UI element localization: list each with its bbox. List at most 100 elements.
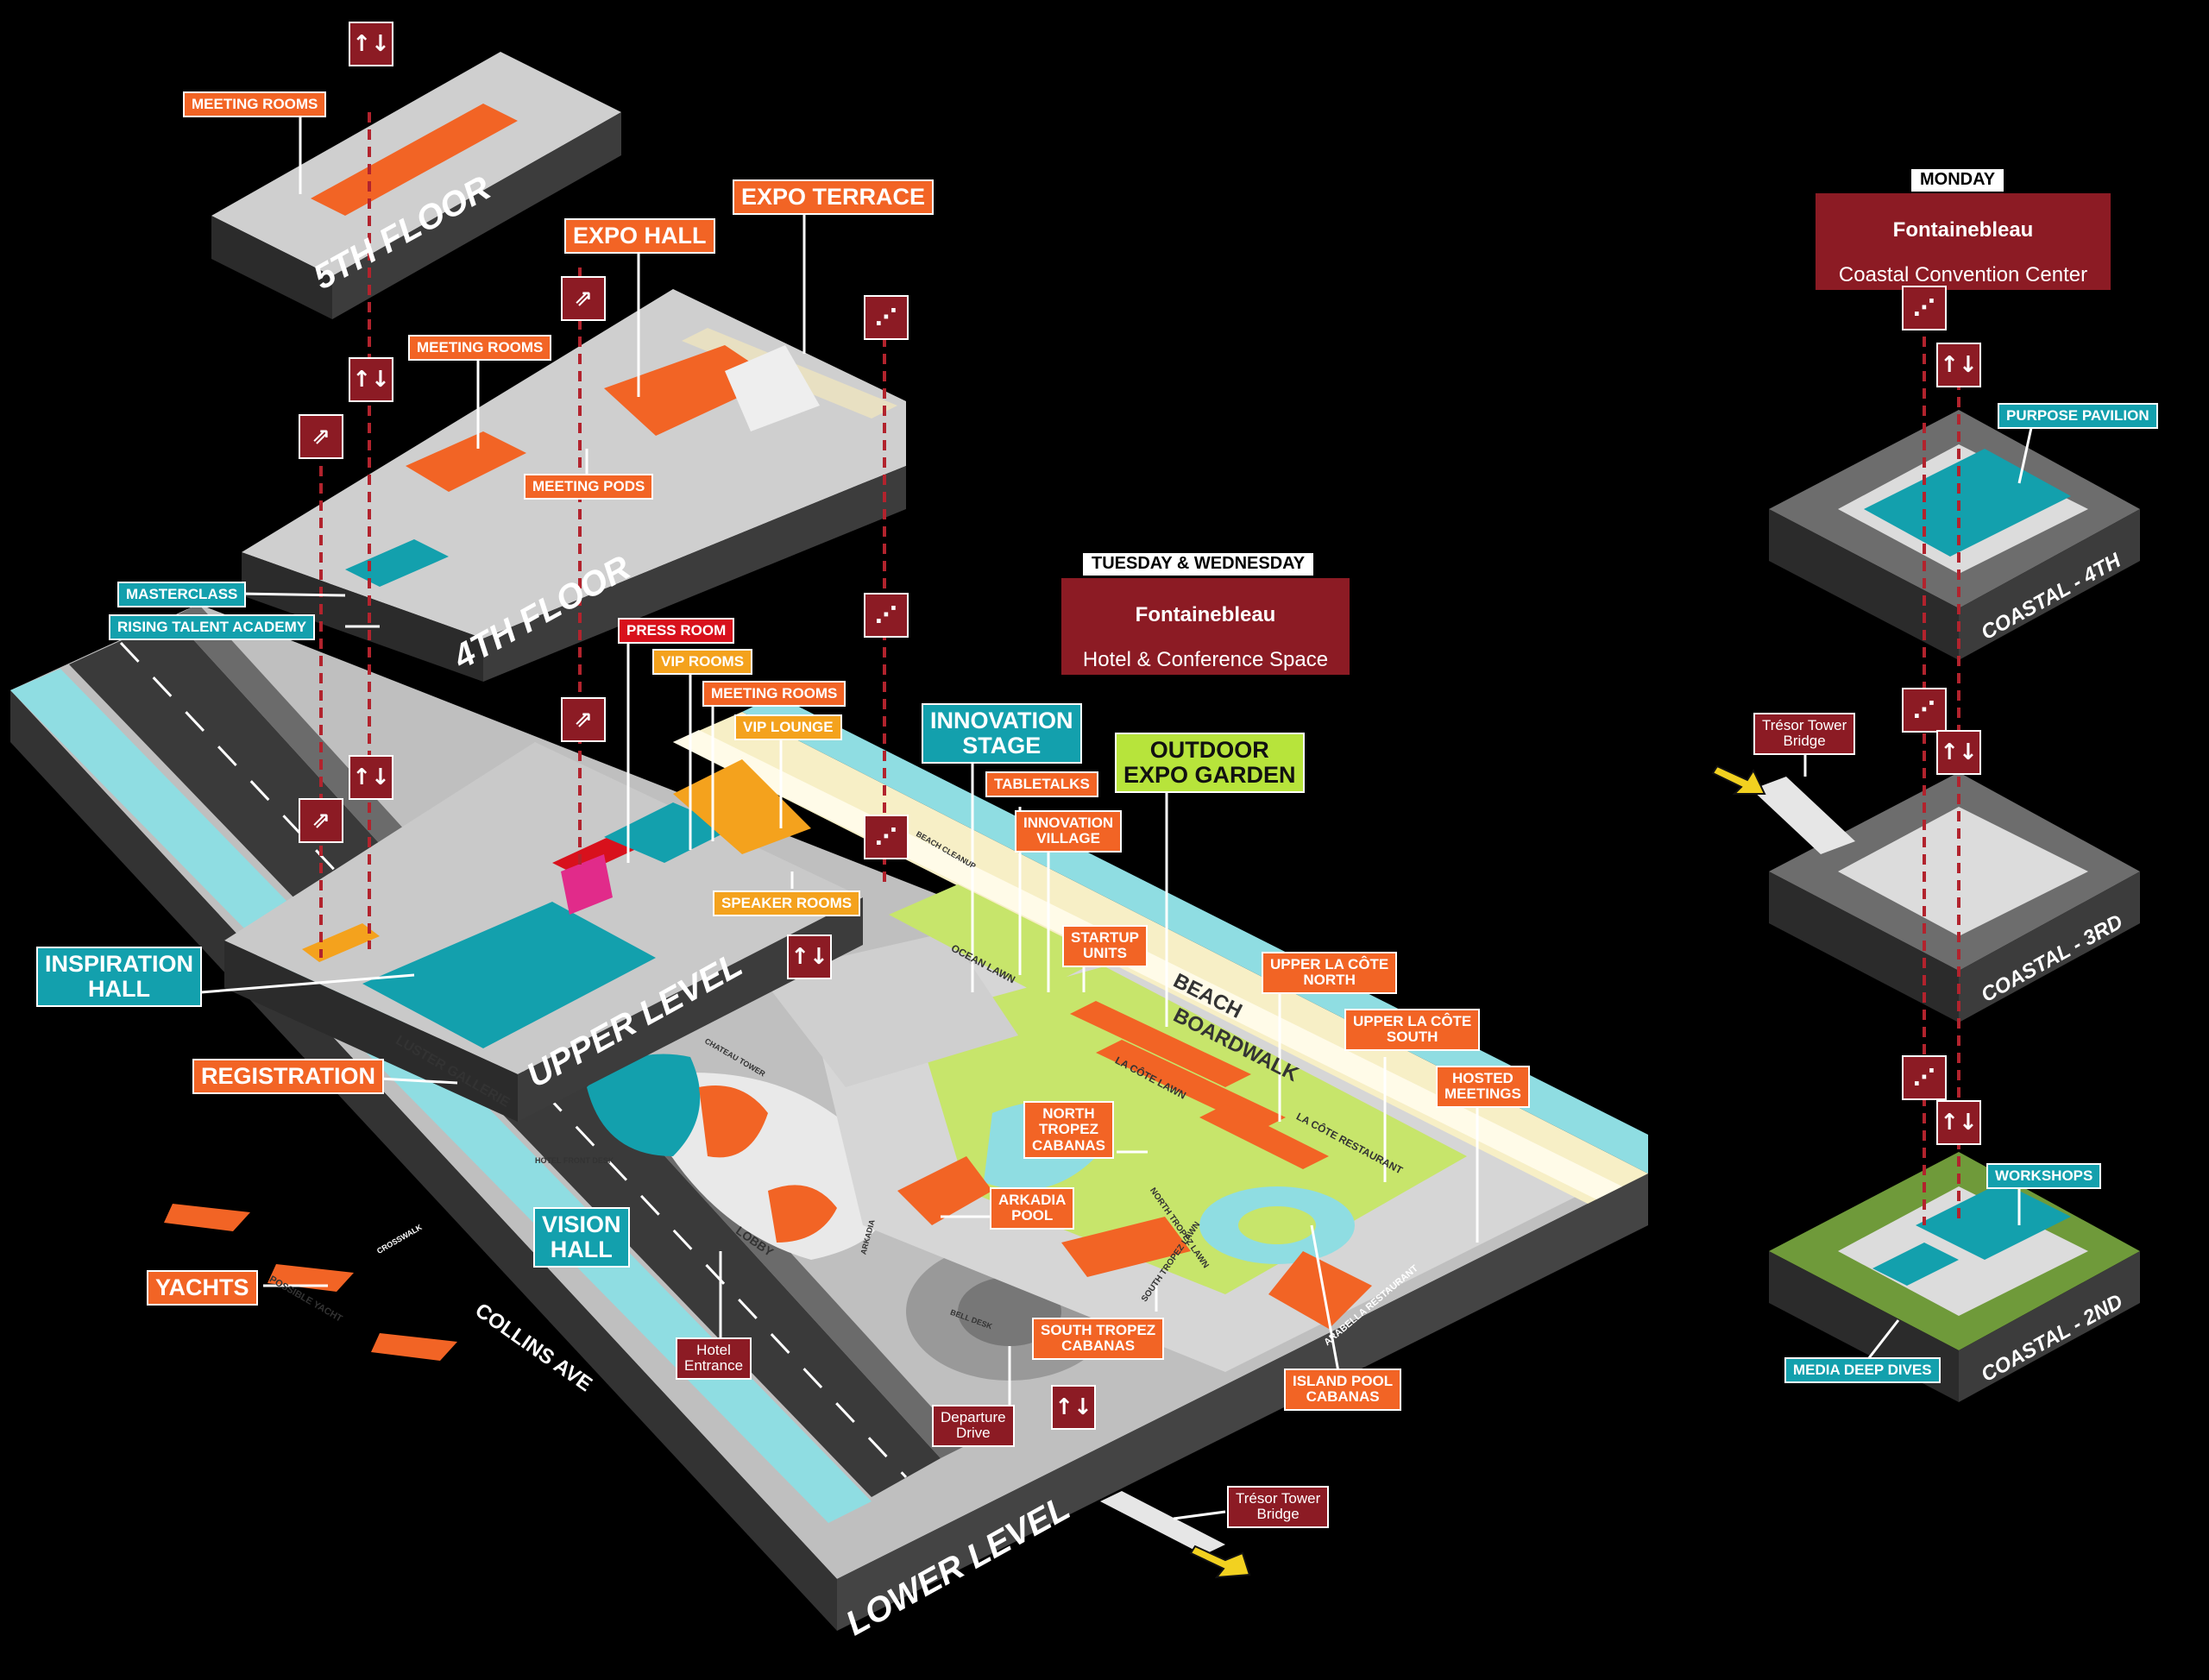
label-rising-talent-academy[interactable]: RISING TALENT ACADEMY xyxy=(109,614,316,641)
label-hosted-meetings[interactable]: HOSTED MEETINGS xyxy=(1436,1066,1530,1108)
coastal-3rd-block xyxy=(1752,772,2140,1022)
label-vip-rooms[interactable]: VIP ROOMS xyxy=(652,649,753,676)
label-purpose-pavilion[interactable]: PURPOSE PAVILION xyxy=(1998,403,2158,430)
label-expo-terrace[interactable]: EXPO TERRACE xyxy=(733,179,935,216)
south-tropez-units xyxy=(1061,1217,1191,1277)
main-venue-days: TUESDAY & WEDNESDAY xyxy=(1083,553,1314,576)
label-workshops[interactable]: WORKSHOPS xyxy=(1986,1163,2102,1190)
meeting-pods-area xyxy=(725,345,820,431)
elevator-icon[interactable]: ↑↓ xyxy=(1936,343,1981,387)
main-venue-sub: Hotel & Conference Space xyxy=(1082,647,1329,671)
lower-level-block xyxy=(10,604,1648,1631)
coastal-venue-box: Fontainebleau Coastal Convention Center xyxy=(1816,193,2111,290)
vip-lounge-shape xyxy=(673,759,811,854)
stairs-icon[interactable]: ⋰ xyxy=(864,593,909,638)
label-tresor-tower-bridge-coastal[interactable]: Trésor Tower Bridge xyxy=(1753,713,1856,755)
ocean-lawn xyxy=(889,884,1104,992)
label-innovation-stage[interactable]: INNOVATION STAGE xyxy=(922,703,1082,764)
upper-level-side-right xyxy=(518,897,863,1122)
hotel-front-desk-text: HOTEL FRONT DESK xyxy=(535,1156,614,1165)
coastal-venue-days: MONDAY xyxy=(1911,169,2004,192)
fifth-meeting-rooms-shape xyxy=(311,104,518,216)
fifth-floor-side xyxy=(211,216,332,319)
leader-lines xyxy=(200,105,2036,1520)
label-departure-drive[interactable]: Departure Drive xyxy=(932,1405,1015,1447)
la-cote-units xyxy=(1199,1104,1329,1169)
expo-units-row-2 xyxy=(1096,1040,1286,1130)
elevator-icon[interactable]: ↑↓ xyxy=(1936,1100,1981,1145)
label-arkadia-pool[interactable]: ARKADIA POOL xyxy=(990,1187,1075,1230)
label-tabletalks[interactable]: TABLETALKS xyxy=(985,771,1098,798)
elevator-icon[interactable]: ↑↓ xyxy=(349,755,393,800)
fifth-floor-side-right xyxy=(332,112,621,319)
label-meeting-rooms-4th[interactable]: MEETING ROOMS xyxy=(408,335,552,362)
label-meeting-rooms-5th[interactable]: MEETING ROOMS xyxy=(183,91,327,118)
arabella-restaurant xyxy=(1268,1251,1372,1329)
label-hotel-entrance[interactable]: Hotel Entrance xyxy=(676,1337,752,1380)
label-registration[interactable]: REGISTRATION xyxy=(192,1059,384,1095)
tresor-bridge-main xyxy=(1100,1491,1225,1555)
label-meeting-rooms-upper[interactable]: MEETING ROOMS xyxy=(702,681,846,708)
escalator-icon[interactable]: ⇗ xyxy=(561,276,606,321)
coastal-venue-sub: Coastal Convention Center xyxy=(1838,262,2088,286)
label-innovation-village[interactable]: INNOVATION VILLAGE xyxy=(1015,810,1123,853)
lobby-orange-room xyxy=(768,1185,837,1243)
label-press-room[interactable]: PRESS ROOM xyxy=(618,618,735,645)
upper-level-side xyxy=(224,941,518,1122)
label-tresor-tower-bridge-main[interactable]: Trésor Tower Bridge xyxy=(1227,1486,1330,1528)
lower-level-side xyxy=(10,690,837,1631)
stairs-icon[interactable]: ⋰ xyxy=(864,815,909,859)
coastal-4th-block xyxy=(1769,410,2140,660)
water-bay xyxy=(10,669,872,1523)
label-north-tropez-cabanas[interactable]: NORTH TROPEZ CABANAS xyxy=(1023,1101,1114,1160)
escalator-icon[interactable]: ⇗ xyxy=(299,414,343,459)
stairs-icon[interactable]: ⋰ xyxy=(1902,1055,1947,1100)
elevator-icon[interactable]: ↑↓ xyxy=(787,934,832,979)
label-outdoor-expo-garden[interactable]: OUTDOOR EXPO GARDEN xyxy=(1115,733,1305,794)
label-upper-la-cote-south[interactable]: UPPER LA CÔTE SOUTH xyxy=(1344,1009,1481,1051)
label-masterclass[interactable]: MASTERCLASS xyxy=(117,582,247,608)
coastal-venue-name: Fontainebleau xyxy=(1892,217,2034,242)
lower-level-side-right xyxy=(837,1173,1648,1631)
label-south-tropez-cabanas[interactable]: SOUTH TROPEZ CABANAS xyxy=(1032,1318,1165,1360)
meeting-rooms-4-shape xyxy=(406,431,526,492)
arkadia-cabanas xyxy=(897,1156,992,1225)
label-speaker-rooms[interactable]: SPEAKER ROOMS xyxy=(713,890,861,917)
main-venue-box: Fontainebleau Hotel & Conference Space xyxy=(1061,578,1350,675)
ocean-strip xyxy=(742,695,1648,1173)
fourth-floor-side xyxy=(242,552,483,682)
label-meeting-pods[interactable]: MEETING PODS xyxy=(524,474,654,500)
stairs-icon[interactable]: ⋰ xyxy=(1902,286,1947,330)
main-venue-name: Fontainebleau xyxy=(1135,602,1276,626)
elevator-icon[interactable]: ↑↓ xyxy=(1051,1385,1096,1430)
stairs-icon[interactable]: ⋰ xyxy=(1902,688,1947,733)
fifth-floor-block xyxy=(211,52,621,319)
label-yachts[interactable]: YACHTS xyxy=(147,1270,258,1306)
direction-arrows xyxy=(1189,764,1766,1579)
elevator-icon[interactable]: ↑↓ xyxy=(349,22,393,66)
fleur-shape xyxy=(699,1085,768,1158)
label-vision-hall[interactable]: VISION HALL xyxy=(533,1207,630,1268)
magenta-room-shape xyxy=(561,854,613,915)
label-media-deep-dives[interactable]: MEDIA DEEP DIVES xyxy=(1784,1357,1941,1384)
stairs-icon[interactable]: ⋰ xyxy=(864,295,909,340)
inspiration-hall-shape xyxy=(362,902,656,1048)
label-startup-units[interactable]: STARTUP UNITS xyxy=(1062,925,1149,967)
upper-level-block xyxy=(224,742,863,1122)
expo-units-row-1 xyxy=(1070,1001,1251,1087)
fourth-floor-block xyxy=(242,289,906,682)
island-pool-center xyxy=(1238,1206,1316,1244)
label-vip-lounge[interactable]: VIP LOUNGE xyxy=(734,714,842,741)
vision-hall-shape xyxy=(587,1054,701,1156)
label-inspiration-hall[interactable]: INSPIRATION HALL xyxy=(36,947,203,1008)
elevator-icon[interactable]: ↑↓ xyxy=(349,357,393,402)
masterclass-shape xyxy=(345,539,449,587)
fourth-floor-side-right xyxy=(483,466,906,682)
elevator-icon[interactable]: ↑↓ xyxy=(1936,730,1981,775)
escalator-icon[interactable]: ⇗ xyxy=(561,697,606,742)
label-expo-hall[interactable]: EXPO HALL xyxy=(564,218,715,255)
label-upper-la-cote-north[interactable]: UPPER LA CÔTE NORTH xyxy=(1262,952,1398,994)
label-island-pool-cabanas[interactable]: ISLAND POOL CABANAS xyxy=(1284,1369,1402,1411)
escalator-icon[interactable]: ⇗ xyxy=(299,798,343,843)
